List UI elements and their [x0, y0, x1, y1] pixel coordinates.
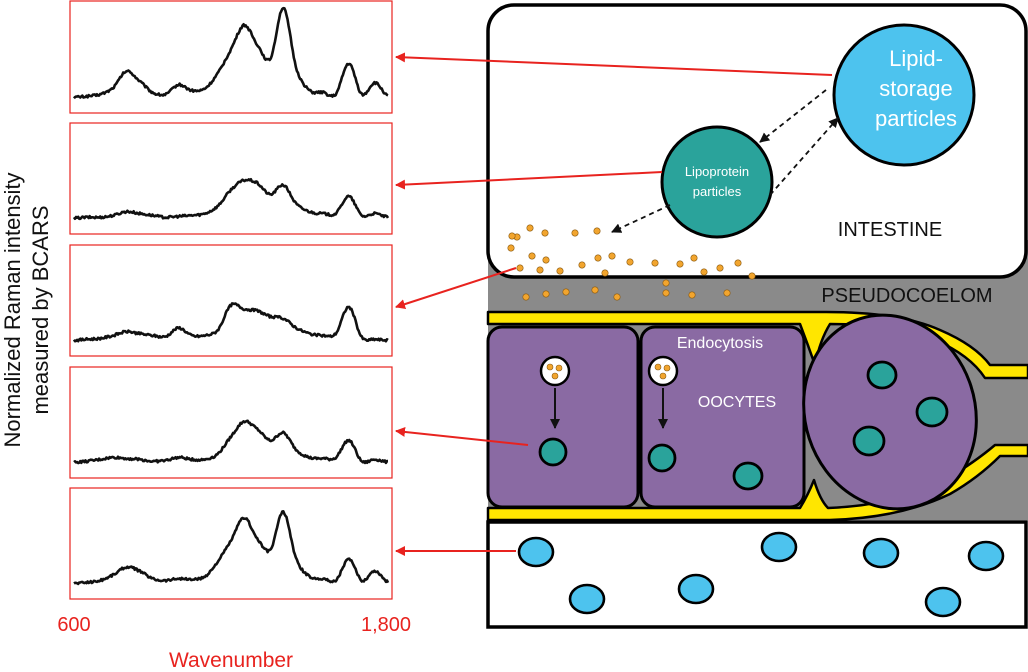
spectrum-trace-1	[73, 6, 389, 100]
spectrum-frame-5	[69, 487, 393, 600]
yolk-particle	[662, 289, 670, 297]
endocytic-vesicle-1	[539, 355, 571, 387]
yolk-particle	[542, 256, 550, 264]
endocytic-vesicle-2	[647, 355, 679, 387]
yolk-particle	[662, 279, 670, 287]
yolk-particle	[723, 289, 731, 297]
x-tick-max: 1,800	[361, 614, 411, 636]
y-axis-label-line2: measured by BCARS	[28, 205, 53, 414]
yolk-granule	[915, 396, 949, 428]
lipid-droplet	[967, 540, 1005, 572]
yolk-particle	[507, 244, 515, 252]
endocytosis-label: Endocytosis	[677, 335, 763, 352]
yolk-particle	[608, 252, 616, 260]
yolk-granule	[538, 437, 568, 467]
spectrum-frame-4	[69, 366, 393, 479]
yolk-particle	[522, 293, 530, 301]
lipoprotein-particle	[660, 125, 774, 239]
lipoprotein-label-line1: Lipoprotein	[685, 164, 749, 179]
yolk-particle	[516, 264, 524, 272]
yolk-particle	[690, 254, 698, 262]
spectra-panel	[69, 0, 393, 600]
lipid-storage-label-line2: storage	[879, 76, 952, 101]
lipid-droplet	[677, 573, 715, 605]
dashed-arrow-lipoprotein-to-lipid	[769, 117, 839, 196]
yolk-particle	[528, 252, 536, 260]
dashed-arrow-lipoprotein-to-yolk	[611, 204, 671, 233]
lipid-storage-label-line1: Lipid-	[889, 46, 943, 71]
yolk-particles	[507, 224, 756, 301]
lipid-storage-label-line3: particles	[875, 106, 957, 131]
yolk-particle	[613, 293, 621, 301]
lipid-droplet	[924, 586, 962, 618]
yolk-granule	[647, 443, 677, 473]
yolk-particle	[591, 286, 599, 294]
yolk-particle	[593, 227, 601, 235]
red-arrow-yolk	[395, 267, 517, 309]
yolk-particle	[556, 267, 564, 275]
yolk-particle	[676, 260, 684, 268]
oocyte-1	[486, 325, 640, 509]
yolk-particle	[571, 229, 579, 237]
yolk-granule	[866, 360, 898, 390]
yolk-particle	[536, 266, 544, 274]
lipid-droplet	[517, 536, 555, 568]
lipoprotein-label-line2: particles	[693, 184, 742, 199]
red-arrow-lipoprotein	[395, 171, 663, 190]
spectrum-frame-3	[69, 244, 393, 357]
yolk-particle	[542, 290, 550, 298]
lipid-droplet	[568, 583, 606, 615]
red-arrow-lipid-storage	[395, 52, 833, 76]
yolk-particle	[594, 254, 602, 262]
lipid-storage-particle	[832, 23, 976, 167]
yolk-particle	[541, 229, 549, 237]
yolk-particle	[526, 224, 534, 232]
x-axis-label: Wavenumber	[169, 649, 293, 672]
yolk-particle	[508, 232, 516, 240]
yolk-granule	[852, 425, 886, 457]
lower-lipid-droplets	[517, 531, 1005, 618]
lipid-droplet	[862, 537, 900, 569]
yolk-particle	[626, 258, 634, 266]
yolk-granules	[538, 360, 949, 491]
y-axis-label-line1: Normalized Raman intensity	[0, 172, 25, 447]
yolk-particle	[688, 291, 696, 299]
oocytes-label: OOCYTES	[698, 394, 776, 411]
yolk-particle	[651, 259, 659, 267]
intestine-label: INTESTINE	[838, 219, 942, 241]
spectrum-trace-3	[72, 302, 389, 343]
yolk-particle	[716, 264, 724, 272]
oocyte-2	[639, 325, 806, 509]
yolk-particle	[734, 259, 742, 267]
yolk-granule	[732, 461, 764, 491]
spectrum-trace-2	[72, 178, 390, 221]
yolk-particle	[578, 261, 586, 269]
x-tick-min: 600	[57, 614, 90, 636]
spectrum-trace-5	[73, 510, 390, 586]
yolk-particle	[601, 269, 609, 277]
yolk-particle	[700, 268, 708, 276]
yolk-particle	[748, 272, 756, 280]
red-arrow-oocyte-yolk	[395, 426, 529, 446]
oocyte-3	[802, 313, 978, 511]
pseudocoelom-label: PSEUDOCOELOM	[821, 285, 992, 307]
lipid-droplet	[760, 531, 798, 563]
spectrum-frame-2	[69, 122, 393, 235]
yolk-particle	[562, 288, 570, 296]
spectrum-frame-1	[69, 0, 393, 114]
spectrum-trace-4	[73, 419, 389, 465]
